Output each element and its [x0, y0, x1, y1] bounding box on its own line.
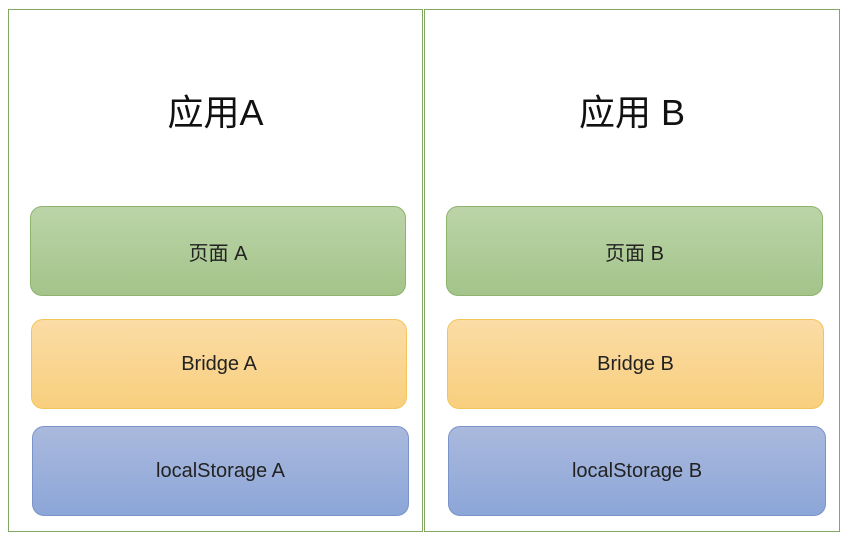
page-b-box: 页面 B	[446, 206, 823, 296]
app-b-title: 应用 B	[578, 92, 685, 133]
bridge-b-box: Bridge B	[447, 319, 824, 409]
page-a-box: 页面 A	[30, 206, 406, 296]
localstorage-a-box: localStorage A	[32, 426, 409, 516]
bridge-a-box: Bridge A	[31, 319, 407, 409]
localstorage-b-box: localStorage B	[448, 426, 826, 516]
app-a-title: 应用A	[167, 92, 264, 133]
app-a-panel: 应用A 页面 A Bridge A localStorage A	[8, 9, 423, 532]
app-b-panel: 应用 B 页面 B Bridge B localStorage B	[424, 9, 840, 532]
